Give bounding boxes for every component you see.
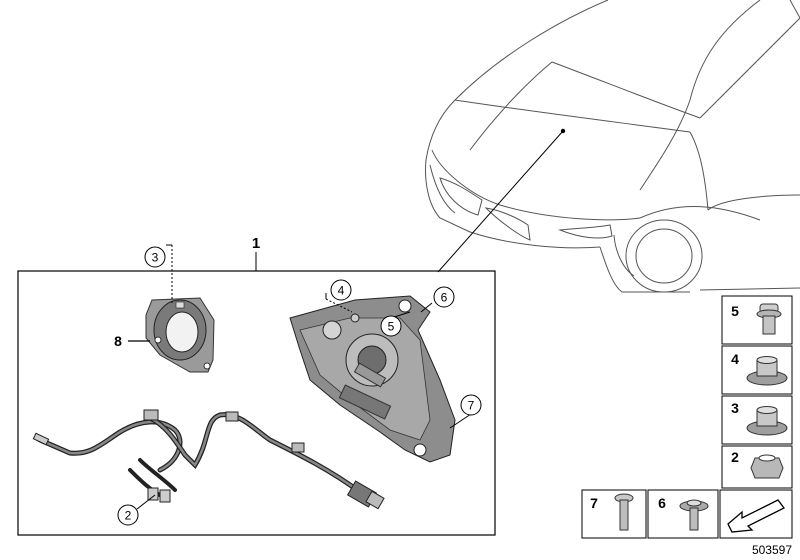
- legend-item-6: 6: [647, 489, 719, 539]
- legend-item-7: 7: [581, 489, 647, 539]
- svg-text:8: 8: [114, 333, 122, 349]
- callout-4: 4: [330, 279, 352, 301]
- flange-bolt-icon: [756, 303, 782, 335]
- collar-nut-icon: [746, 406, 788, 436]
- main-part-label: 1: [252, 235, 260, 252]
- svg-text:6: 6: [658, 495, 666, 511]
- svg-text:7: 7: [468, 399, 475, 413]
- svg-text:5: 5: [731, 303, 739, 319]
- svg-text:3: 3: [731, 400, 739, 416]
- car-outline: [425, 0, 800, 293]
- legend-item-arrow: [719, 489, 793, 539]
- hex-nut-icon: [750, 454, 784, 479]
- svg-text:3: 3: [152, 251, 159, 265]
- callout-2: 2: [117, 504, 139, 526]
- svg-text:5: 5: [388, 320, 395, 334]
- svg-text:2: 2: [731, 449, 739, 465]
- svg-text:6: 6: [441, 291, 448, 305]
- wiring-harness-part: [37, 412, 363, 500]
- collar-nut-icon: [746, 356, 788, 386]
- seal-ring-part: [145, 297, 215, 373]
- location-pointer: [437, 128, 566, 273]
- legend-item-5: 5: [721, 295, 793, 345]
- legend-item-4: 4: [721, 345, 793, 395]
- callout-8: 8: [114, 333, 122, 349]
- callout-6: 6: [433, 286, 455, 308]
- svg-text:2: 2: [125, 509, 132, 523]
- svg-text:4: 4: [338, 284, 345, 298]
- harness-connectors: [32, 409, 385, 510]
- direction-arrow-icon: [727, 499, 785, 533]
- callout-7: 7: [460, 394, 482, 416]
- svg-text:4: 4: [731, 351, 739, 367]
- screw-icon: [614, 493, 634, 531]
- callout-3: 3: [144, 246, 166, 268]
- legend-item-2: 2: [721, 445, 793, 489]
- callout-5: 5: [380, 315, 402, 337]
- svg-text:7: 7: [590, 495, 598, 511]
- legend-item-3: 3: [721, 395, 793, 445]
- actuator-assembly-part: [289, 295, 456, 463]
- diagram-number: 503597: [752, 543, 792, 557]
- washer-screw-icon: [679, 499, 709, 531]
